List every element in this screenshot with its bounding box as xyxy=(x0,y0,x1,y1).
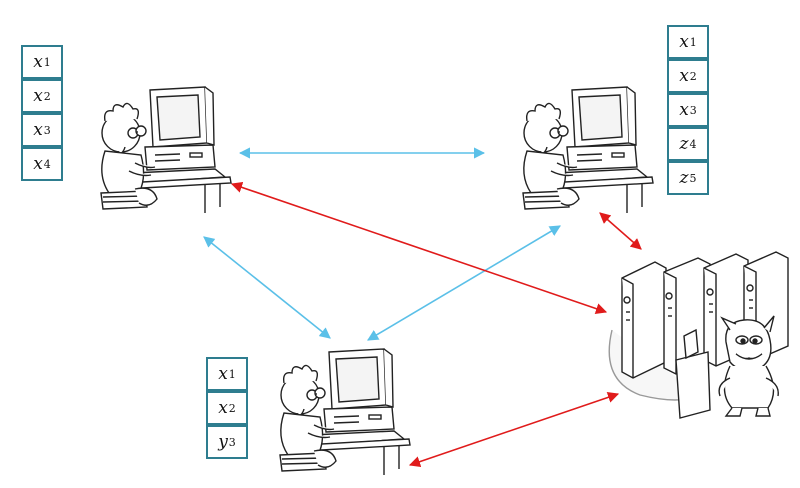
variable-name: x xyxy=(679,66,689,86)
variable-name: x xyxy=(33,120,43,140)
variable-name: x xyxy=(218,364,228,384)
computer-user-icon xyxy=(279,348,411,476)
variable-subscript: 3 xyxy=(689,103,697,117)
peer-link-left-bottom xyxy=(203,236,331,339)
variable-subscript: 2 xyxy=(228,401,236,415)
server-link-top-right xyxy=(599,212,642,250)
variable-name: x xyxy=(33,86,43,106)
variable-subscript: 1 xyxy=(43,55,51,69)
peer-link-right-bottom xyxy=(367,225,561,341)
variable-name: x xyxy=(679,100,689,120)
variable-name: x xyxy=(679,32,689,52)
server-link-top-left xyxy=(230,181,608,315)
variable-name: z xyxy=(679,168,689,188)
variable-subscript: 1 xyxy=(689,35,697,49)
variable-subscript: 4 xyxy=(43,157,51,171)
variable-name: x xyxy=(218,398,228,418)
variable-name: z xyxy=(679,134,689,154)
variable-name: y xyxy=(218,432,228,452)
computer-user-icon xyxy=(522,86,654,214)
variable-subscript: 1 xyxy=(228,367,236,381)
variable-subscript: 5 xyxy=(689,171,697,185)
variable-subscript: 3 xyxy=(228,435,236,449)
server-link-bottom xyxy=(408,391,620,468)
cartoon-devil-icon xyxy=(718,315,779,417)
variable-name: x xyxy=(33,52,43,72)
computer-user-icon xyxy=(100,86,232,214)
variable-subscript: 2 xyxy=(689,69,697,83)
variable-name: x xyxy=(33,154,43,174)
variable-subscript: 3 xyxy=(43,123,51,137)
variable-subscript: 2 xyxy=(43,89,51,103)
variable-subscript: 4 xyxy=(689,137,697,151)
